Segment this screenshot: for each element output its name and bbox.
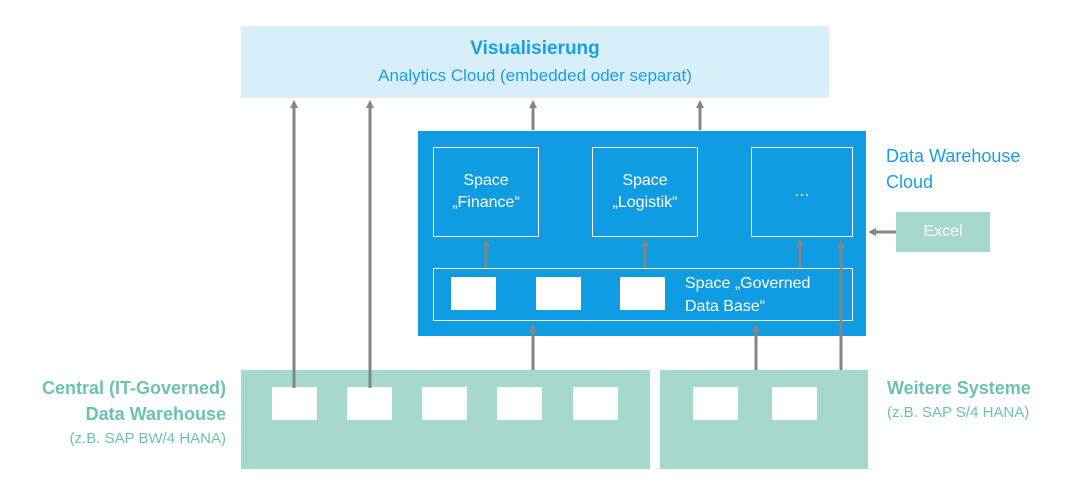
governed-data-base-label: Space „Governed Data Base“ xyxy=(685,272,855,318)
other-object-1 xyxy=(693,387,738,420)
space-more: … xyxy=(751,147,853,237)
gdb-object-1 xyxy=(451,277,496,310)
cdw-label-line3: (z.B. SAP BW/4 HANA) xyxy=(69,430,226,447)
space-logistik-line1: Space xyxy=(622,172,668,189)
dwc-label-line2: Cloud xyxy=(886,172,934,192)
ws-label-line2: (z.B. SAP S/4 HANA) xyxy=(887,404,1030,421)
excel-box: Excel xyxy=(896,212,990,252)
other-systems-label: Weitere Systeme (z.B. SAP S/4 HANA) xyxy=(887,375,1077,425)
space-logistik: Space „Logistik“ xyxy=(592,147,698,237)
cdw-label-line2: Data Warehouse xyxy=(85,404,226,424)
cdw-object-2 xyxy=(347,387,392,420)
governed-data-base-space xyxy=(433,268,853,321)
space-finance: Space „Finance“ xyxy=(433,147,539,237)
excel-label: Excel xyxy=(923,223,963,240)
visualization-subtitle: Analytics Cloud (embedded oder separat) xyxy=(378,66,692,85)
cdw-object-1 xyxy=(272,387,317,420)
governed-line2: Data Base“ xyxy=(685,298,766,315)
visualization-title: Visualisierung xyxy=(470,38,600,59)
visualization-box: Visualisierung Analytics Cloud (embedded… xyxy=(241,26,829,98)
space-more-line1: … xyxy=(794,183,810,200)
ws-label-line1: Weitere Systeme xyxy=(887,378,1031,398)
gdb-object-2 xyxy=(536,277,581,310)
gdb-object-3 xyxy=(620,277,665,310)
central-data-warehouse-label: Central (IT-Governed) Data Warehouse (z.… xyxy=(10,375,226,451)
cdw-object-3 xyxy=(422,387,467,420)
cdw-object-4 xyxy=(497,387,542,420)
space-finance-line2: „Finance“ xyxy=(452,194,520,211)
other-object-2 xyxy=(772,387,817,420)
space-logistik-line2: „Logistik“ xyxy=(612,194,678,211)
governed-line1: Space „Governed xyxy=(685,275,811,292)
dwc-label-line1: Data Warehouse xyxy=(886,146,1021,166)
data-warehouse-cloud-label: Data Warehouse Cloud xyxy=(886,143,1066,195)
cdw-label-line1: Central (IT-Governed) xyxy=(41,378,226,398)
cdw-object-5 xyxy=(573,387,618,420)
space-finance-line1: Space xyxy=(463,172,509,189)
